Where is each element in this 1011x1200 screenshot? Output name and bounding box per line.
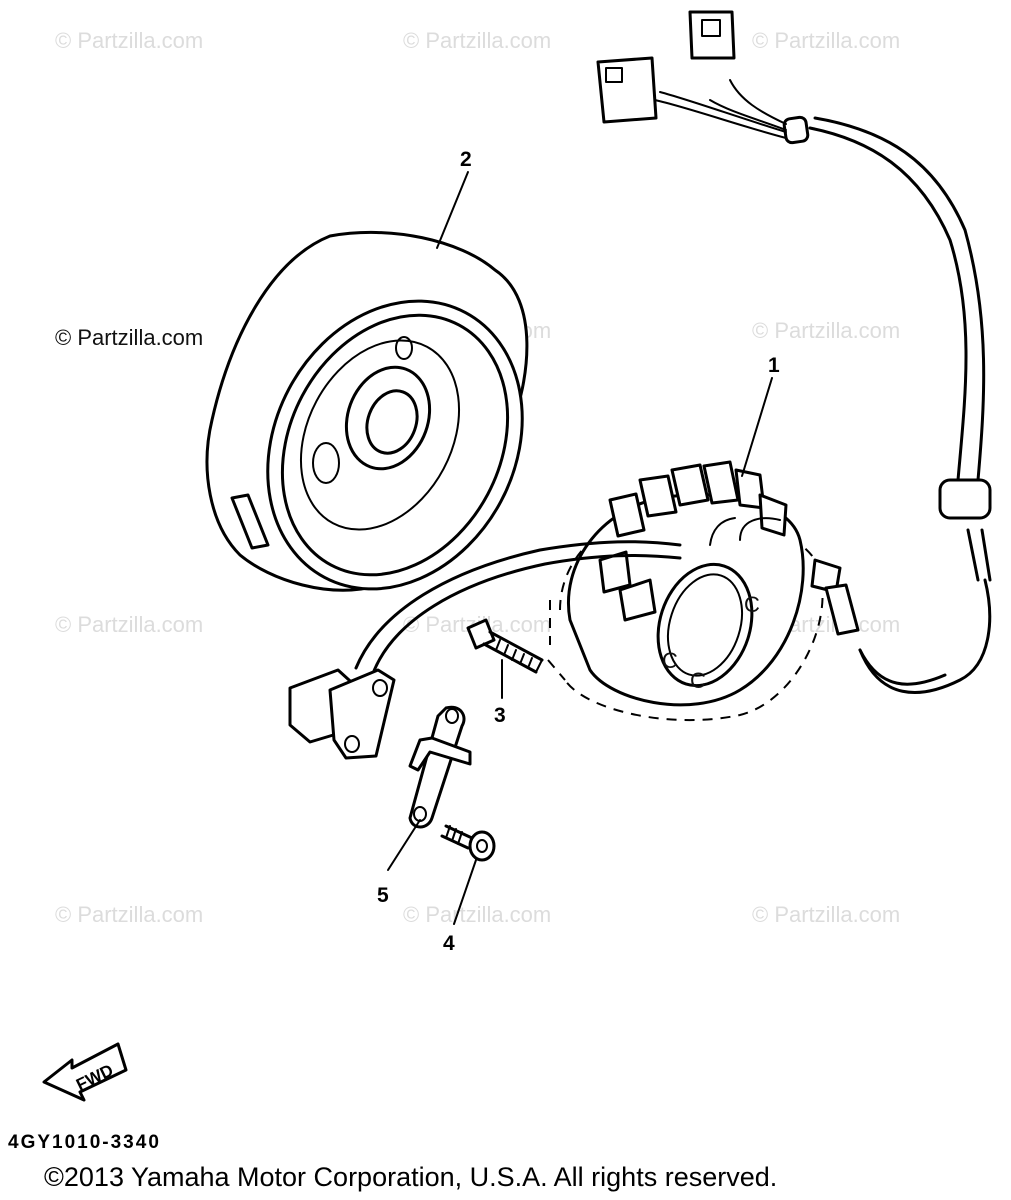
watermark: © Partzilla.com [55, 902, 203, 927]
stator-mark: C [690, 668, 706, 693]
prominent-watermark: © Partzilla.com [55, 325, 203, 350]
screw-part-3 [466, 618, 544, 674]
wire-harness [596, 10, 992, 694]
leader-lines [387, 171, 773, 925]
watermark: © Partzilla.com [55, 612, 203, 637]
watermark: © Partzilla.com [403, 902, 551, 927]
callouts: 2 1 3 5 4 [377, 148, 780, 955]
leader-line-5 [387, 819, 421, 871]
stator-mark: C [662, 648, 678, 673]
leader-line-4 [453, 859, 477, 925]
callout-5: 5 [377, 884, 389, 907]
stator-mark: C [744, 592, 760, 617]
watermark: © Partzilla.com [752, 318, 900, 343]
watermark: © Partzilla.com [55, 28, 203, 53]
diagram-code: 4GY1010-3340 [8, 1132, 161, 1153]
callout-3: 3 [494, 704, 506, 727]
stator-part-1: C C C [547, 460, 860, 722]
watermark: © Partzilla.com [403, 28, 551, 53]
watermark: © Partzilla.com [752, 902, 900, 927]
callout-2: 2 [460, 148, 472, 171]
leader-line-2 [436, 171, 469, 249]
rotor-part-2 [205, 230, 529, 592]
bolt-part-4 [440, 824, 496, 862]
leader-line-1 [741, 377, 773, 477]
watermark: © Partzilla.com [752, 28, 900, 53]
connector [596, 56, 658, 124]
callout-1: 1 [768, 354, 780, 377]
forward-arrow-icon: FWD [42, 1042, 128, 1102]
callout-4: 4 [443, 932, 455, 955]
grommet [938, 478, 992, 520]
pickup-coil [288, 540, 682, 760]
copyright-notice: ©2013 Yamaha Motor Corporation, U.S.A. A… [44, 1162, 777, 1192]
clamp-part-5 [408, 705, 472, 829]
